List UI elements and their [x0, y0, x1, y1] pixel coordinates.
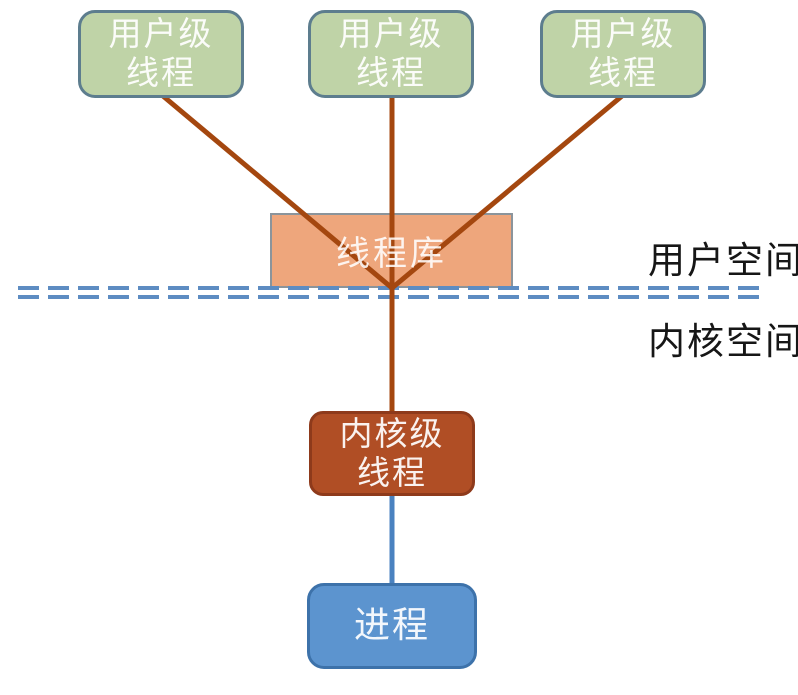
user-thread-1-label: 用户级 线程: [108, 14, 214, 92]
dashed-line-top-row: [18, 286, 768, 290]
kernel-thread-label: 内核级 线程: [339, 413, 445, 492]
dashed-line-bottom-row: [18, 295, 768, 299]
kernel-thread-box: 内核级 线程: [309, 411, 475, 496]
thread-library-box: [270, 213, 513, 288]
user-thread-box-2: 用户级 线程: [308, 10, 474, 98]
user-thread-box-3: 用户级 线程: [540, 10, 706, 98]
user-thread-2-label: 用户级 线程: [338, 14, 444, 92]
process-box: 进程: [307, 583, 477, 669]
kernel-space-label: 内核空间: [648, 320, 798, 363]
user-thread-box-1: 用户级 线程: [78, 10, 244, 98]
user-space-label: 用户空间: [648, 239, 798, 282]
space-boundary-dashed-line: [18, 286, 768, 299]
process-label: 进程: [353, 604, 430, 646]
user-thread-3-label: 用户级 线程: [570, 14, 676, 92]
